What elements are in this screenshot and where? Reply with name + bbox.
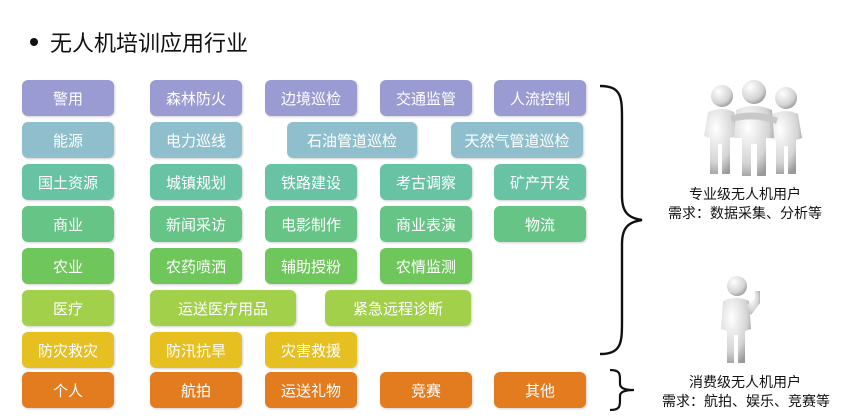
industry-tile: 考古调察 (380, 164, 472, 200)
industry-tile: 石油管道巡检 (287, 122, 417, 158)
industry-tile: 电影制作 (265, 206, 357, 242)
industry-tile: 其他 (494, 372, 586, 408)
industry-tile: 航拍 (150, 372, 242, 408)
industry-tile: 物流 (494, 206, 586, 242)
industry-tile: 运送医疗用品 (150, 290, 296, 326)
professional-title: 专业级无人机用户 (689, 187, 801, 203)
bullet-icon (30, 38, 38, 46)
industry-tile: 辅助授粉 (265, 248, 357, 284)
industry-tile: 铁路建设 (265, 164, 357, 200)
industry-tile: 警用 (22, 80, 114, 116)
industry-tile: 人流控制 (494, 80, 586, 116)
thumbs-up-person-icon (721, 276, 760, 363)
industry-tile: 城镇规划 (150, 164, 242, 200)
industry-tile: 国土资源 (22, 164, 114, 200)
industry-tile: 新闻采访 (150, 206, 242, 242)
industry-tile: 边境巡检 (265, 80, 357, 116)
industry-tile: 个人 (22, 372, 114, 408)
brace-consumer (609, 368, 635, 412)
industry-tile: 农情监测 (380, 248, 472, 284)
industry-tile: 紧急远程诊断 (325, 290, 471, 326)
brace-professional (599, 84, 643, 356)
team-people-icon (704, 80, 802, 176)
industry-tile: 灾害救援 (265, 332, 357, 368)
consumer-need: 需求：航拍、娱乐、竞赛等 (662, 394, 830, 410)
industry-tile: 天然气管道巡检 (451, 122, 583, 158)
industry-tile: 森林防火 (150, 80, 242, 116)
industry-tile: 能源 (22, 122, 114, 158)
industry-tile: 防灾救灾 (22, 332, 114, 368)
page-title: 无人机培训应用行业 (30, 30, 248, 60)
industry-tile: 电力巡线 (150, 122, 242, 158)
industry-tile: 矿产开发 (494, 164, 586, 200)
page-title-text: 无人机培训应用行业 (50, 32, 249, 57)
industry-tile: 农药喷洒 (150, 248, 242, 284)
industry-tile: 商业表演 (380, 206, 472, 242)
industry-tile: 医疗 (22, 290, 114, 326)
industry-tile: 交通监管 (380, 80, 472, 116)
industry-tile: 防汛抗旱 (150, 332, 242, 368)
industry-tile: 农业 (22, 248, 114, 284)
industry-tile: 运送礼物 (265, 372, 357, 408)
industry-tile: 竞赛 (380, 372, 472, 408)
consumer-title: 消费级无人机用户 (689, 375, 801, 391)
industry-tile: 商业 (22, 206, 114, 242)
professional-need: 需求：数据采集、分析等 (668, 206, 822, 222)
